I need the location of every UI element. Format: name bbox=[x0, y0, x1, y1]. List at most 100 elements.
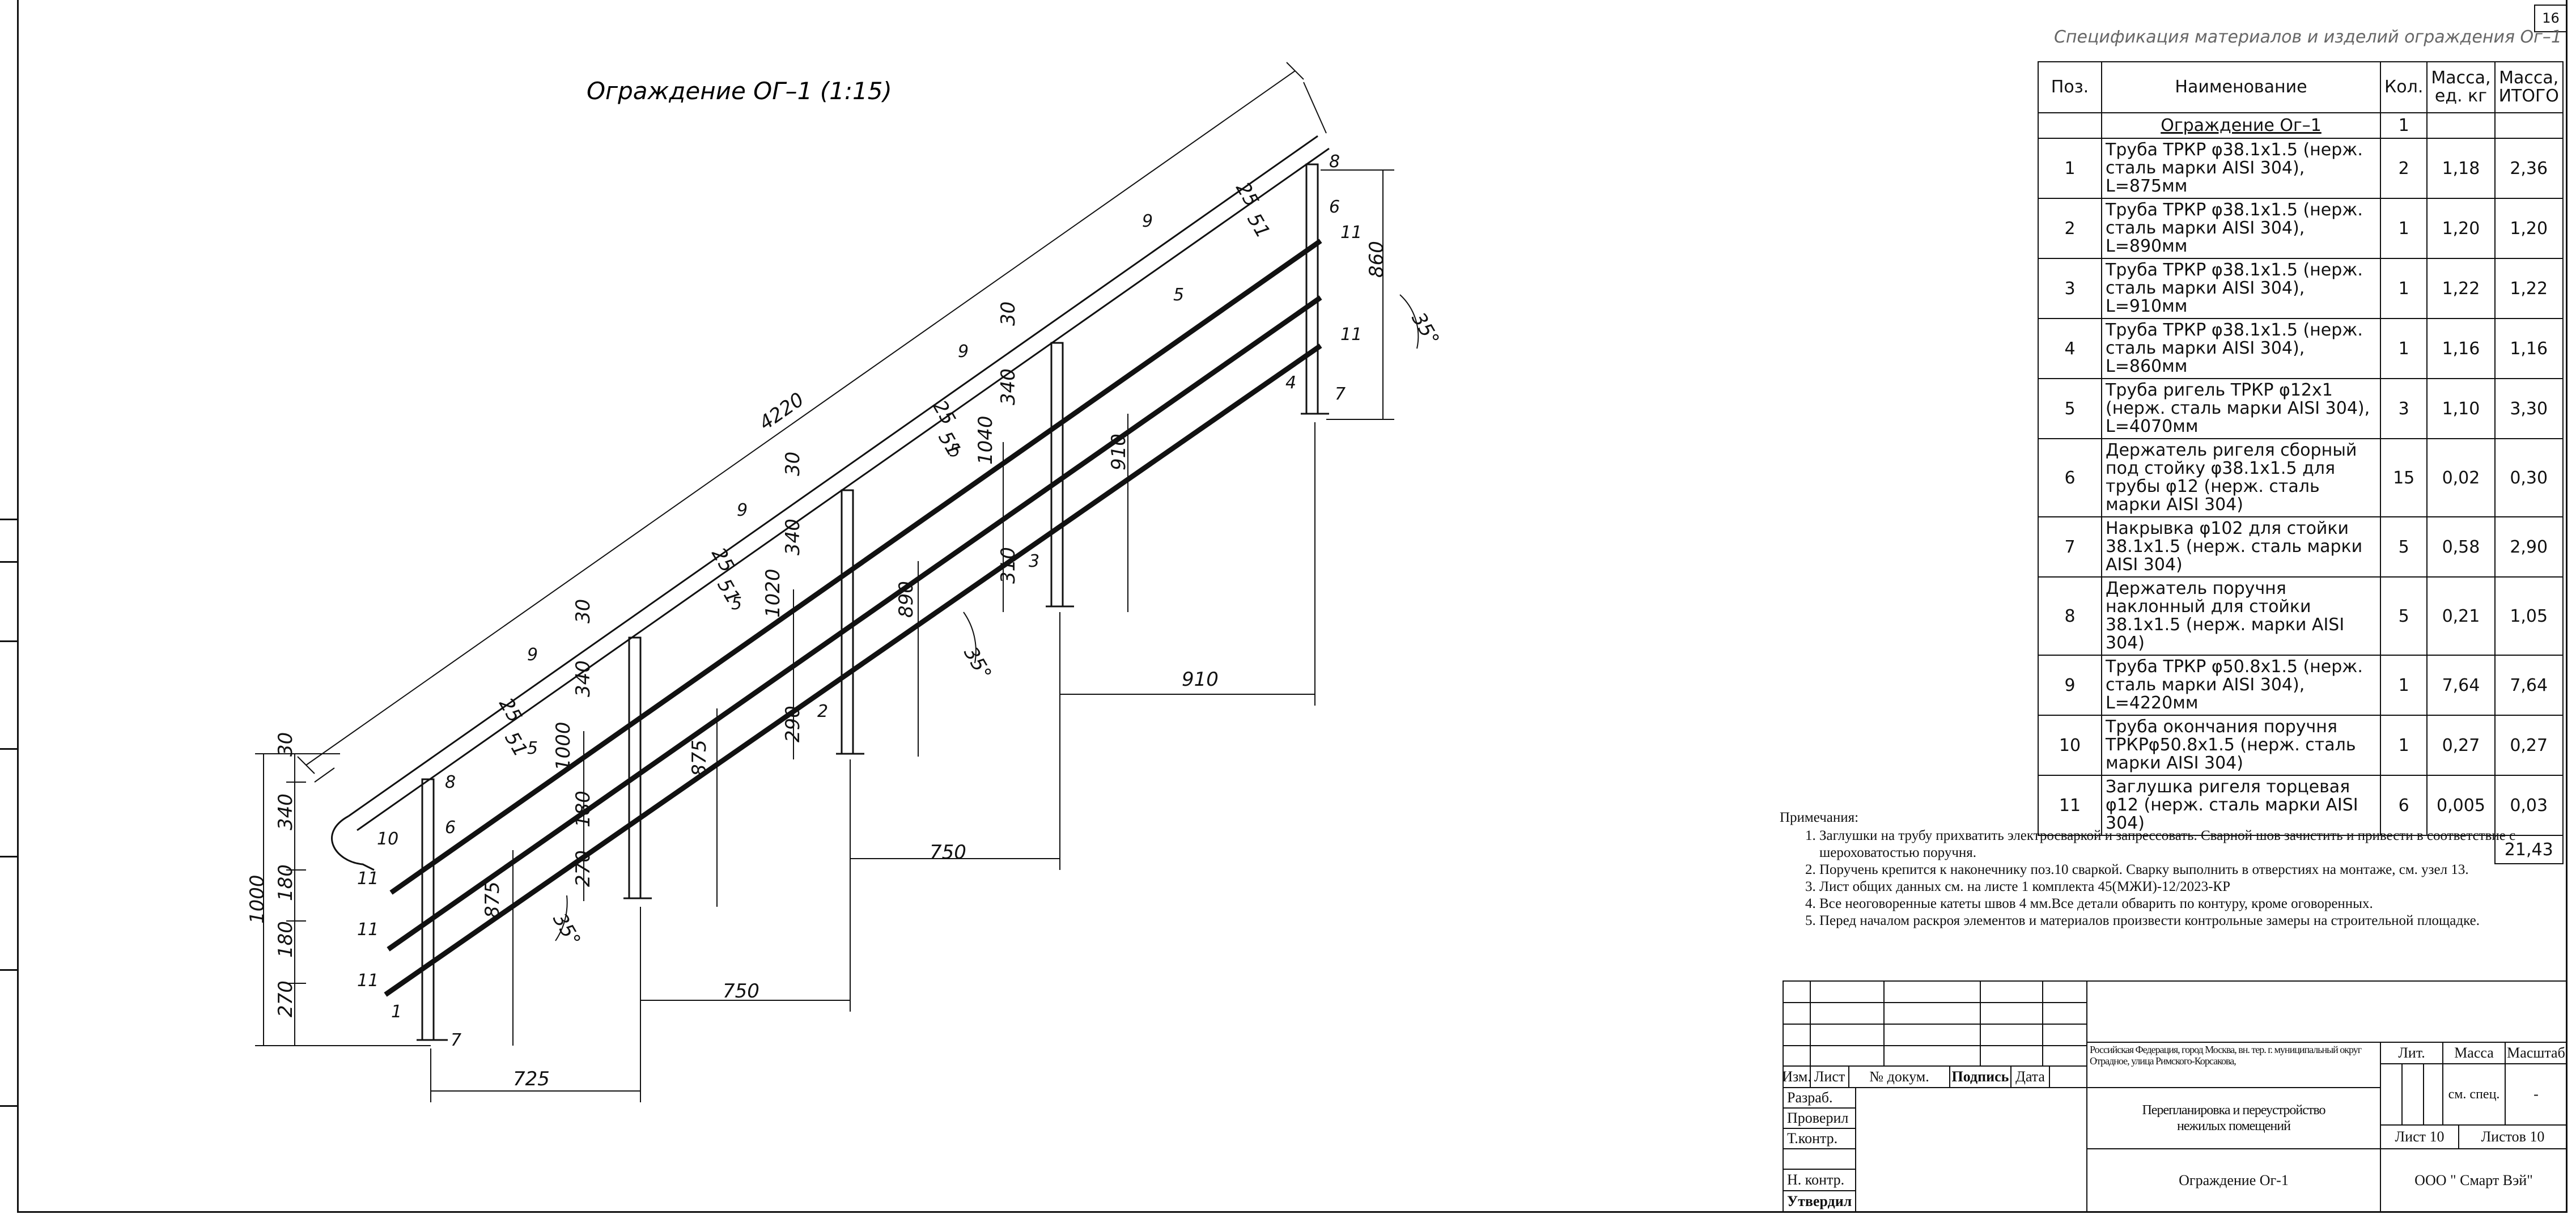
dim-310: 310 bbox=[997, 547, 1020, 584]
tb-utverdil: Утвердил bbox=[1783, 1190, 1856, 1213]
dim-875-a: 875 bbox=[481, 881, 504, 918]
tb-tkontr: Т.контр. bbox=[1783, 1128, 1856, 1149]
mark-10: 10 bbox=[377, 829, 398, 849]
dim-270-b: 270 bbox=[572, 850, 595, 887]
notes: Примечания: Заглушки на трубу прихватить… bbox=[1780, 809, 2528, 929]
tb-address: Российская Федерация, город Москва, вн. … bbox=[2086, 1042, 2381, 1088]
railing-drawing: Ограждение ОГ–1 (1:15) 4220 910 750 750 … bbox=[246, 62, 1444, 1102]
mark-7b: 7 bbox=[1335, 384, 1346, 404]
sheet-corner-number: 16 bbox=[2534, 5, 2567, 32]
mark-5d: 5 bbox=[1173, 285, 1184, 305]
dim-line-4220 bbox=[305, 70, 1296, 766]
dim-25-a: 25 bbox=[494, 694, 526, 727]
dim-51-d: 51 bbox=[1242, 210, 1274, 242]
spec-total-row: 21,43 bbox=[2038, 835, 2564, 864]
dim-1020: 1020 bbox=[762, 568, 784, 618]
mark-11c: 11 bbox=[357, 971, 379, 991]
tb-lit: Лит. bbox=[2380, 1042, 2443, 1064]
tb-massa-value: см. спец. bbox=[2442, 1063, 2506, 1126]
mark-1: 1 bbox=[391, 1002, 402, 1022]
mark-2: 2 bbox=[817, 702, 828, 721]
angle-left: 35° bbox=[548, 910, 585, 950]
dim-340-b: 340 bbox=[572, 660, 595, 697]
dim-30-d: 30 bbox=[997, 302, 1020, 326]
dim-180-left-a: 180 bbox=[274, 864, 297, 901]
dim-25-d: 25 bbox=[1231, 179, 1263, 211]
dim-890: 890 bbox=[895, 581, 918, 618]
dim-750-mid: 750 bbox=[930, 841, 966, 864]
angle-right: 35° bbox=[1407, 309, 1444, 350]
bottom-dims bbox=[430, 422, 1315, 1102]
note-item: Перед началом раскроя элементов и матери… bbox=[1819, 912, 2528, 929]
mark-4: 4 bbox=[1285, 373, 1296, 393]
col-mass-total: Масса, ИТОГО bbox=[2494, 61, 2564, 113]
note-item: Лист общих данных см. на листе 1 комплек… bbox=[1819, 878, 2528, 895]
mark-6: 6 bbox=[445, 818, 456, 838]
dim-30-b: 30 bbox=[572, 599, 595, 623]
drawing-title: Ограждение ОГ–1 (1:15) bbox=[587, 77, 892, 105]
tb-massa: Масса bbox=[2442, 1042, 2506, 1064]
mark-8: 8 bbox=[445, 772, 456, 792]
mark-8b: 8 bbox=[1329, 152, 1340, 172]
dim-1000-b: 1000 bbox=[552, 721, 575, 771]
tb-nkontr: Н. контр. bbox=[1783, 1169, 1856, 1191]
dim-30-c: 30 bbox=[782, 452, 804, 476]
spec-total: 21,43 bbox=[2494, 835, 2564, 864]
tb-razrab: Разраб. bbox=[1783, 1087, 1856, 1109]
spec-title: Спецификация материалов и изделий огражд… bbox=[2053, 27, 2562, 47]
mark-11a: 11 bbox=[357, 869, 379, 889]
dim-270-left: 270 bbox=[274, 980, 297, 1017]
note-item: Все неоговоренные катеты швов 4 мм.Все д… bbox=[1819, 895, 2528, 912]
dim-30-left: 30 bbox=[274, 732, 297, 757]
mark-11e: 11 bbox=[1340, 325, 1362, 345]
col-name: Наименование bbox=[2101, 61, 2381, 113]
col-mass-unit: Масса, ед. кг bbox=[2426, 61, 2496, 113]
dim-1000: 1000 bbox=[246, 874, 269, 924]
mark-3: 3 bbox=[1029, 551, 1039, 571]
mark-11d: 11 bbox=[1340, 223, 1362, 243]
dim-860: 860 bbox=[1365, 241, 1388, 278]
tb-proveril: Проверил bbox=[1783, 1107, 1856, 1129]
spec-group-row: Ограждение Ог–1 1 bbox=[2038, 112, 2564, 139]
drawing-frame bbox=[17, 0, 2567, 1213]
dim-290: 290 bbox=[782, 706, 804, 742]
dim-180-left-b: 180 bbox=[274, 921, 297, 958]
dim-25-b: 25 bbox=[707, 544, 739, 576]
spec-header-row: Поз. Наименование Кол. Масса, ед. кг Мас… bbox=[2038, 61, 2564, 113]
dim-875-b: 875 bbox=[688, 740, 711, 776]
tb-list: Лист 10 bbox=[2380, 1124, 2459, 1149]
handrail bbox=[331, 135, 1330, 871]
dim-180-b: 180 bbox=[572, 791, 595, 827]
mark-9a: 9 bbox=[527, 645, 538, 665]
mark-7: 7 bbox=[451, 1030, 461, 1050]
tb-drawing-name: Ограждение Ог-1 bbox=[2086, 1148, 2381, 1213]
tb-listov: Листов 10 bbox=[2458, 1124, 2567, 1149]
dim-910-bottom: 910 bbox=[1182, 668, 1219, 691]
group-name: Ограждение Ог–1 bbox=[2161, 116, 2322, 135]
tb-company: ООО " Смарт Вэй" bbox=[2380, 1148, 2567, 1213]
group-qty: 1 bbox=[2379, 112, 2428, 139]
mark-9d: 9 bbox=[1142, 211, 1153, 231]
mark-11b: 11 bbox=[357, 920, 379, 940]
dim-25-c: 25 bbox=[928, 397, 960, 429]
spec-table: Поз. Наименование Кол. Масса, ед. кг Мас… bbox=[2038, 61, 2564, 864]
tb-project: Перепланировка и переустройство нежилых … bbox=[2086, 1087, 2381, 1149]
dim-910-vert: 910 bbox=[1107, 434, 1130, 470]
dim-1040: 1040 bbox=[974, 415, 997, 465]
notes-title: Примечания: bbox=[1780, 810, 1859, 825]
col-qty: Кол. bbox=[2379, 61, 2428, 113]
mark-5c: 5 bbox=[949, 441, 960, 461]
mark-5b: 5 bbox=[731, 594, 742, 614]
mark-9b: 9 bbox=[737, 500, 748, 520]
col-pos: Поз. bbox=[2038, 61, 2102, 113]
dim-340-d: 340 bbox=[997, 368, 1020, 405]
